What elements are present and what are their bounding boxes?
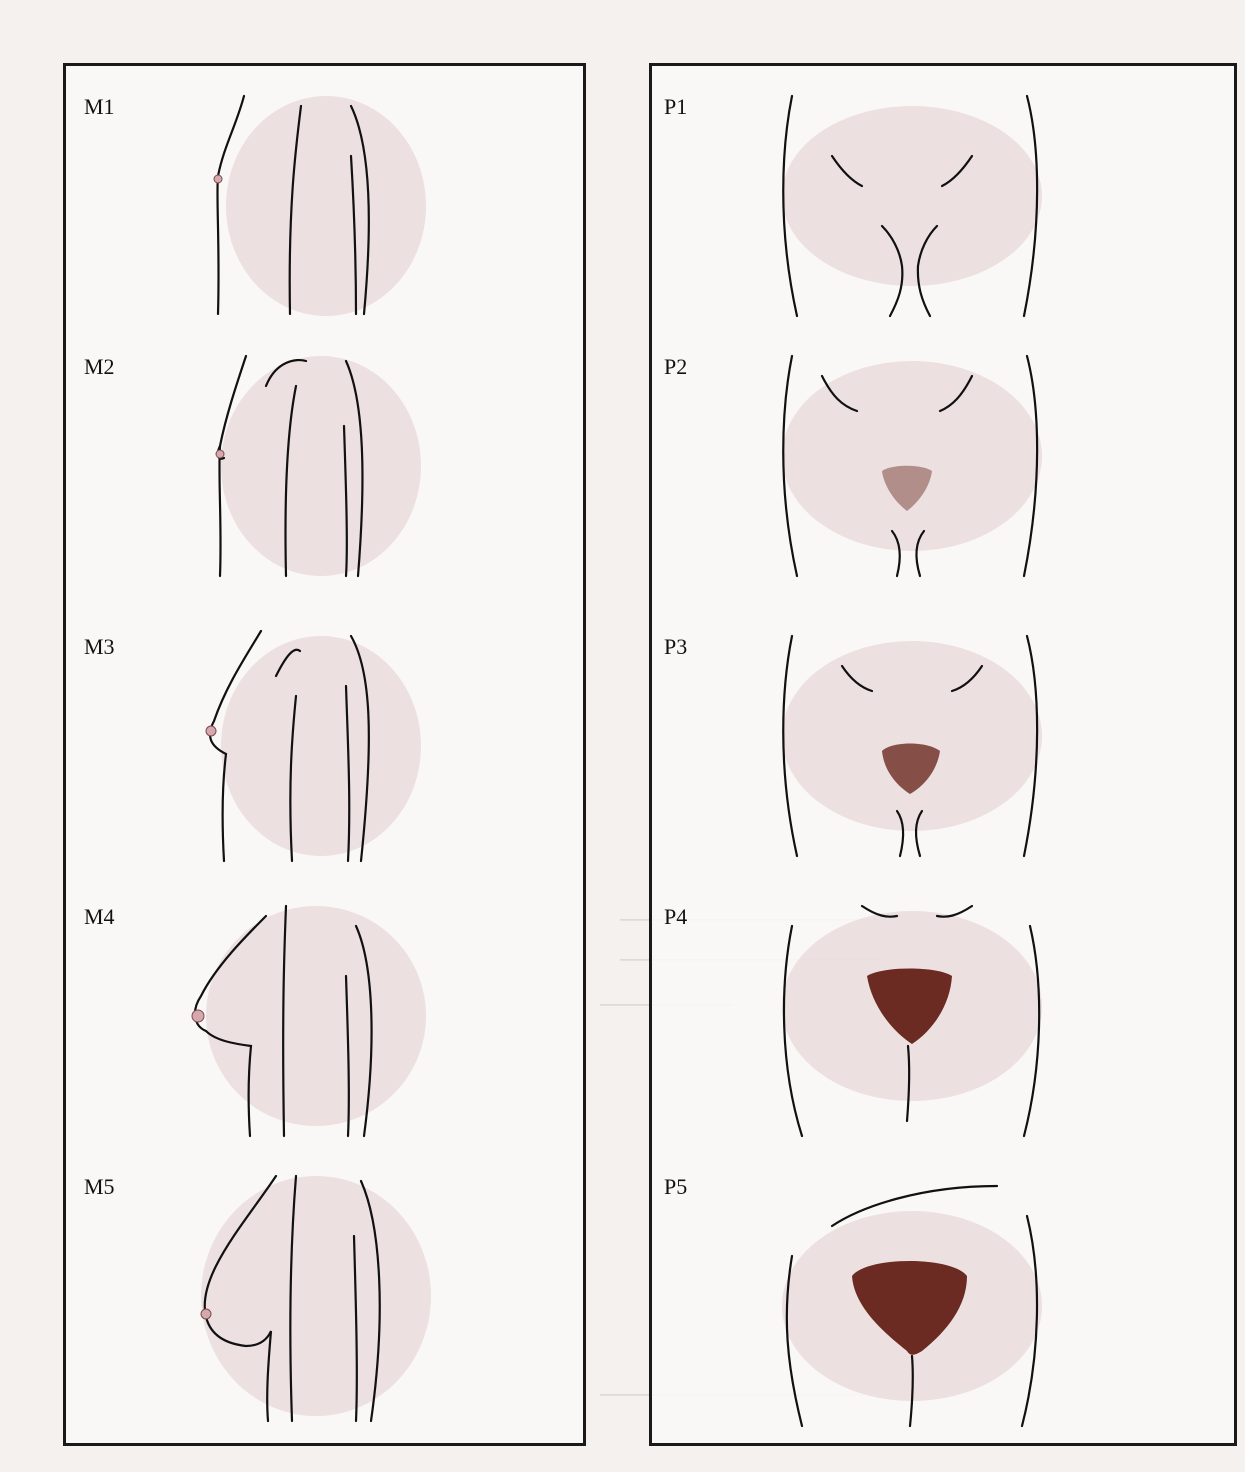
- stage-m4: M4: [66, 896, 583, 1161]
- pubic-figure-p5: [762, 1166, 1062, 1436]
- pubic-figure-p1: [762, 86, 1062, 326]
- stage-p5: P5: [652, 1166, 1234, 1431]
- breast-stages-panel: M1 M2 M3: [63, 63, 586, 1446]
- breast-profile-m4: [176, 896, 456, 1136]
- stage-p1: P1: [652, 86, 1234, 351]
- pubic-stages-panel: P1 P2 P3: [649, 63, 1237, 1446]
- stage-p3: P3: [652, 626, 1234, 891]
- stage-label: M5: [84, 1174, 115, 1200]
- stage-label: P5: [664, 1174, 687, 1200]
- stage-label: P2: [664, 354, 687, 380]
- breast-profile-m5: [176, 1166, 456, 1426]
- pubic-figure-p4: [762, 896, 1062, 1146]
- stage-m2: M2: [66, 346, 583, 611]
- stage-label: M1: [84, 94, 115, 120]
- stage-m5: M5: [66, 1166, 583, 1431]
- stage-label: M2: [84, 354, 115, 380]
- breast-profile-m3: [196, 626, 456, 866]
- breast-profile-m1: [196, 86, 456, 326]
- pubic-figure-p2: [762, 346, 1062, 586]
- stage-m1: M1: [66, 86, 583, 351]
- stage-label: M4: [84, 904, 115, 930]
- stage-label: P4: [664, 904, 687, 930]
- stage-p4: P4: [652, 896, 1234, 1161]
- stage-label: P3: [664, 634, 687, 660]
- stage-label: M3: [84, 634, 115, 660]
- pubic-figure-p3: [762, 626, 1062, 866]
- stage-label: P1: [664, 94, 687, 120]
- stage-p2: P2: [652, 346, 1234, 611]
- stage-m3: M3: [66, 626, 583, 891]
- breast-profile-m2: [196, 346, 456, 586]
